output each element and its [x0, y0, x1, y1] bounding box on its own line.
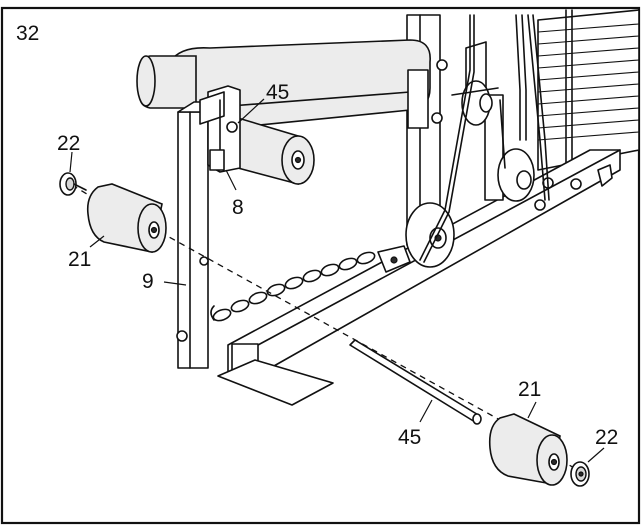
callout-22-right: 22 [595, 426, 618, 449]
pulley-lower [405, 202, 455, 268]
cables [419, 14, 550, 263]
callout-9: 9 [142, 270, 154, 293]
upper-roller-right [237, 116, 315, 186]
callout-21-left: 21 [68, 248, 91, 271]
roller-right-part-21 [488, 413, 568, 486]
weight-stack [537, 9, 640, 171]
end-cap-right-part-22 [570, 461, 590, 487]
callout-21-right: 21 [518, 378, 541, 401]
axle-bolt-top [226, 121, 238, 133]
axle-rod [349, 339, 482, 425]
step-number: 32 [16, 22, 39, 45]
pulley-upper [451, 80, 499, 126]
leader-lines [69, 98, 605, 463]
callout-8: 8 [232, 196, 244, 219]
pulley-middle [497, 148, 535, 202]
upper-roller-left [136, 55, 197, 109]
callout-22-left: 22 [57, 132, 80, 155]
callout-45-bottom: 45 [398, 426, 421, 449]
bracket-part-8 [199, 85, 241, 173]
roller-left-part-21 [86, 183, 167, 253]
end-cap-left-part-22 [59, 172, 87, 196]
alignment-line-main [159, 231, 501, 421]
callout-45-top: 45 [266, 81, 289, 104]
figure-frame [0, 6, 641, 525]
chain [210, 245, 411, 322]
